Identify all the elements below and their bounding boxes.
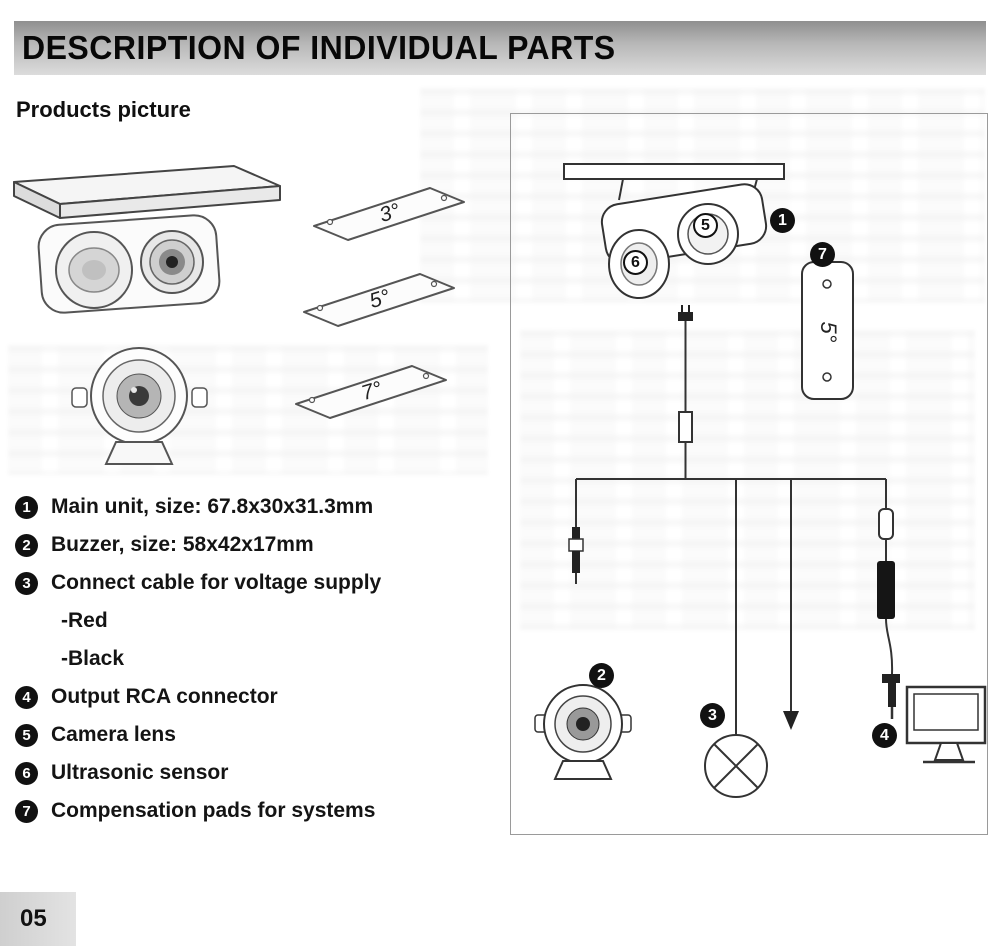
page-number: 05 [20,905,47,932]
item-4-label: Output RCA connector [51,685,278,708]
item-2-badge: 2 [15,533,38,557]
part-item-7: 7 Compensation pads for systems [15,798,497,824]
camera-lens-icon [140,230,204,294]
diagram-pad-degree-label: 5° [816,321,841,342]
ultrasonic-sensor-icon [55,231,133,309]
cable-lines [575,305,887,735]
pad-5-degree: 5° [303,273,455,327]
callout-buzzer: 2 [589,663,614,688]
compensation-pads-drawing: 3° 5° 7° [295,187,465,419]
pad-7-degree: 7° [295,365,447,419]
item-5-label: Camera lens [51,723,176,746]
item-6-label: Ultrasonic sensor [51,761,229,784]
item-2-label: Buzzer, size: 58x42x17mm [51,533,314,556]
mounting-plate-drawing [13,165,281,219]
item-7-badge: 7 [15,799,38,823]
cable-color-black: -Black [61,647,125,670]
part-item-2: 2 Buzzer, size: 58x42x17mm [15,532,497,558]
monitor-drawing [905,685,987,764]
part-item-5: 5 Camera lens [15,722,497,748]
item-3-badge: 3 [15,571,38,595]
callout-compensation-pad: 7 [810,242,835,267]
arrow-down-icon [783,711,799,730]
buzzer-plug-icon [568,527,584,584]
callout-voltage-cable: 3 [700,703,725,728]
item-1-label: Main unit, size: 67.8x30x31.3mm [51,495,374,518]
rca-connector-drawing [877,508,900,719]
part-item-1: 1 Main unit, size: 67.8x30x31.3mm [15,494,497,520]
item-1-badge: 1 [15,495,38,519]
callout-main-unit: 1 [770,208,795,233]
lamp-symbol-icon [704,734,768,798]
buzzer-drawing [534,684,632,780]
callout-rca-connector: 4 [872,723,897,748]
callout-ultrasonic-sensor: 6 [623,250,648,275]
wiring-diagram: 5° [510,113,988,835]
main-unit-drawing [13,165,281,314]
wiring-diagram-drawing: 5° [534,163,987,798]
callout-camera-lens: 5 [693,213,718,238]
item-5-badge: 5 [15,723,38,747]
page-number-box: 05 [0,892,76,946]
compensation-pad-drawing: 5° [801,261,854,400]
ferrite-bead-icon [678,411,693,443]
page-title: DESCRIPTION OF INDIVIDUAL PARTS [22,29,616,66]
main-unit-outline [600,183,768,299]
header-bar: DESCRIPTION OF INDIVIDUAL PARTS [14,21,986,75]
part-item-6: 6 Ultrasonic sensor [15,760,497,786]
item-7-label: Compensation pads for systems [51,799,376,822]
pad-3-degree: 3° [313,187,465,241]
part-item-3: 3 Connect cable for voltage supply [15,570,497,596]
item-6-badge: 6 [15,761,38,785]
cable-color-red: -Red [61,609,108,632]
camera-lens-drawing [71,347,208,465]
video-plug-icon [678,312,693,321]
item-3-label: Connect cable for voltage supply [51,571,382,594]
products-picture-heading: Products picture [16,97,191,122]
part-item-4: 4 Output RCA connector [15,684,497,710]
item-4-badge: 4 [15,685,38,709]
parts-list: 1 Main unit, size: 67.8x30x31.3mm 2 Buzz… [15,494,497,836]
mounting-plate [563,163,785,201]
